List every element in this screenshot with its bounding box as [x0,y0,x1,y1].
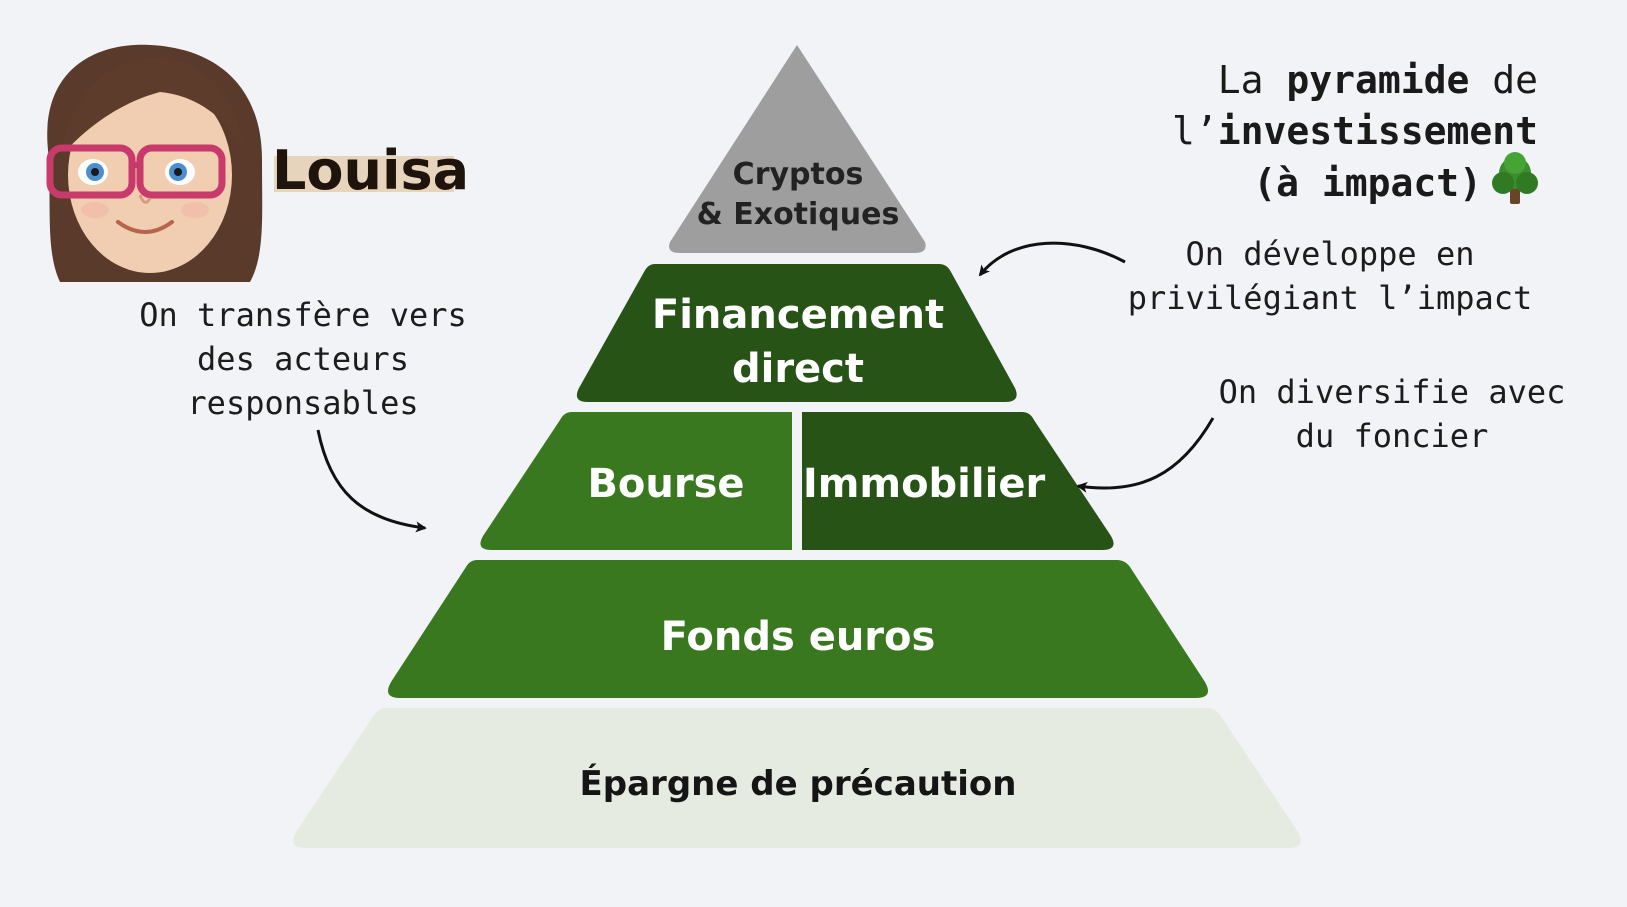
right-mid-arrow [1076,417,1215,493]
left-note-line-3: responsables [187,384,418,422]
financement-label-2: direct [732,346,864,392]
title-line-1: La pyramide de [1218,58,1538,102]
immobilier-label: Immobilier [803,461,1046,507]
left-note-line-1: On transfère vers [139,296,467,334]
pyramid-layer-bourse [480,412,792,550]
cryptos-label-1: Cryptos [733,157,864,192]
right-mid-note-line-1: On diversifie avec [1219,373,1566,411]
right-top-note-line-1: On développe en [1186,235,1475,273]
cryptos-label-2: & Exotiques [697,197,900,232]
pyramid-top-cryptos [669,45,926,253]
person-name: Louisa [272,139,469,202]
name-highlight [274,156,454,192]
right-top-arrow [978,241,1126,277]
pyramid-layer-immobilier [802,412,1114,550]
left-note-line-2: des acteurs [197,340,409,378]
right-mid-note-line-2: du foncier [1296,417,1489,455]
pyramid-layer-fonds-euros [388,560,1208,698]
pyramid-base-epargne [293,708,1301,848]
financement-label-1: Financement [652,292,944,338]
left-arrow [316,429,427,533]
epargne-label: Épargne de précaution [580,763,1017,804]
fonds-euros-label: Fonds euros [661,614,936,660]
title-line-3: (à impact) [1253,161,1482,205]
avatar-icon [46,44,263,282]
pyramid-layer-financement-direct [576,264,1017,402]
bourse-label: Bourse [587,461,744,507]
right-top-note-line-2: privilégiant l’impact [1128,279,1533,317]
title-line-2: l’investissement [1172,109,1538,153]
tree-icon [1492,152,1538,204]
